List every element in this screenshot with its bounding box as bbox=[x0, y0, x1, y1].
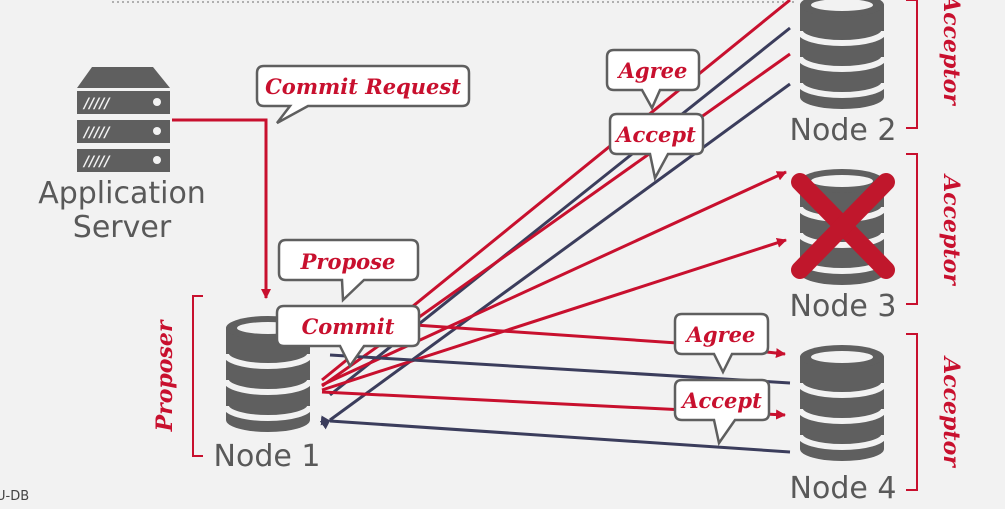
server-icon: ///// ///// ///// bbox=[77, 67, 170, 172]
propose-bubble: Propose bbox=[277, 238, 420, 303]
acceptor-label-node3: Acceptor bbox=[938, 173, 964, 286]
agree-text-node2: Agree bbox=[617, 58, 688, 83]
proposer-bracket bbox=[192, 295, 203, 457]
svg-text://///: ///// bbox=[82, 96, 111, 112]
footer-text: U-DB bbox=[0, 489, 29, 504]
acceptor-bracket-node2 bbox=[906, 0, 918, 129]
accept-text-node4: Accept bbox=[680, 388, 762, 413]
app-server-label-line2: Server bbox=[73, 210, 172, 245]
app-server-label-line1: Application bbox=[38, 176, 206, 211]
database-icon bbox=[800, 345, 884, 461]
commit-arrow-node3 bbox=[321, 238, 787, 392]
propose-arrow-node3 bbox=[321, 170, 787, 387]
agree-reply-node4 bbox=[329, 353, 791, 385]
database-icon bbox=[800, 0, 884, 109]
failure-cross-icon bbox=[791, 173, 895, 279]
commit-request-text: Commit Request bbox=[265, 74, 461, 99]
acceptor-bracket-node3 bbox=[906, 153, 918, 305]
accept-bubble-node2: Accept bbox=[608, 112, 705, 182]
acceptor-label-node4: Acceptor bbox=[938, 355, 964, 468]
agree-bubble-node2: Agree bbox=[605, 48, 701, 111]
commit-text: Commit bbox=[302, 314, 395, 339]
node4-label: Node 4 bbox=[790, 471, 897, 506]
accept-text-node2: Accept bbox=[614, 122, 696, 147]
acceptor-label-node2: Acceptor bbox=[938, 0, 964, 106]
acceptor-bracket-node4 bbox=[906, 333, 918, 491]
svg-text://///: ///// bbox=[82, 125, 111, 141]
node2-label: Node 2 bbox=[790, 113, 897, 148]
node3-label: Node 3 bbox=[790, 289, 897, 324]
propose-text: Propose bbox=[300, 249, 396, 274]
svg-text://///: ///// bbox=[82, 154, 111, 170]
commit-request-bubble: Commit Request bbox=[255, 64, 471, 125]
agree-text-node4: Agree bbox=[685, 322, 756, 347]
node1-label: Node 1 bbox=[214, 439, 321, 474]
commit-bubble: Commit bbox=[275, 304, 421, 369]
proposer-label: Proposer bbox=[152, 319, 178, 432]
accept-reply-node4 bbox=[320, 415, 791, 454]
agree-bubble-node4: Agree bbox=[673, 312, 770, 375]
accept-bubble-node4: Accept bbox=[673, 378, 771, 447]
commit-request-arrow bbox=[172, 118, 271, 299]
